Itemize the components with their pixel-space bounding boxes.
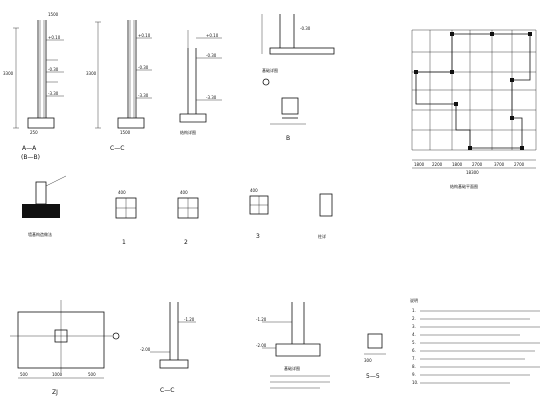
col3-dim: 400: [250, 188, 258, 193]
cc-level-1: +0.10: [138, 33, 151, 38]
note-8: 8.: [412, 364, 416, 369]
note-6: 6.: [412, 348, 416, 353]
column-section-3: 400 3: [249, 188, 269, 240]
col3-num: 3: [256, 233, 260, 240]
aa-level-2: -0.30: [48, 67, 59, 72]
notes-block: 说明 1. 2. 3. 4. 5. 6. 7. 8. 9. 10.: [410, 297, 540, 385]
aa-level-3: -3.30: [48, 91, 59, 96]
cc2-title: C—C: [160, 387, 174, 394]
plan-title: 结构基础平面图: [450, 183, 478, 189]
zj-footing: 500 1000 500 ZJ: [10, 300, 120, 396]
col1-dim: 400: [118, 190, 126, 195]
foundation-title: 基础详图: [262, 67, 278, 73]
column-section-2: 400 2: [177, 190, 199, 246]
pier-detail: 墙基构造做法: [22, 175, 67, 237]
wall-level-1: +0.10: [206, 33, 219, 38]
ff-level-1: -1.20: [256, 317, 267, 322]
cc2-level-2: -2.00: [140, 347, 151, 352]
footing-detail-lower: -1.20 -2.00 基础详图: [256, 302, 330, 389]
zj-dim-3: 500: [88, 372, 96, 377]
aa-dim-height: 3300: [3, 71, 14, 76]
wall-level-2: -0.30: [206, 53, 217, 58]
plan-dim-6: 2700: [514, 162, 525, 167]
foundation-plan: 1800 2200 1800 2700 3700 2700 18300 结构基础…: [411, 29, 537, 189]
cc-dim-base: 1500: [120, 130, 131, 135]
column-section-1: 400 1: [115, 190, 137, 246]
note-10: 10.: [412, 380, 418, 385]
cc-dim-height: 3300: [86, 71, 97, 76]
plan-dim-3: 1800: [452, 162, 463, 167]
cc-title: C—C: [110, 145, 124, 152]
aa-title: A—A: [22, 145, 37, 152]
note-2: 2.: [412, 316, 416, 321]
ff-level-2: -2.00: [256, 343, 267, 348]
foundation-detail-top: -0.30 基础详图 B: [261, 14, 335, 142]
section-cc: +0.10 -0.30 -3.30 3300 1500 C—C: [86, 20, 152, 152]
cc2-level-1: -1.20: [184, 317, 195, 322]
aa-dim-base: 250: [30, 130, 38, 135]
column-detail: 柱详: [318, 193, 333, 239]
section-cc-lower: -1.20 -2.00 C—C: [140, 302, 196, 394]
ff-title: 基础详图: [284, 365, 300, 371]
col1-num: 1: [122, 239, 126, 246]
cc-level-3: -3.30: [138, 93, 149, 98]
note-5: 5.: [412, 340, 416, 345]
s55-title: 5—5: [366, 373, 380, 380]
zj-dim-2: 1000: [52, 372, 63, 377]
wall-title: 结构详图: [180, 129, 196, 135]
note-1: 1.: [412, 308, 416, 313]
col4-title: 柱详: [318, 233, 326, 239]
zj-title: ZJ: [52, 389, 58, 396]
wall-level-3: -3.30: [206, 95, 217, 100]
cc-level-2: -0.30: [138, 65, 149, 70]
zj-dim-1: 500: [20, 372, 28, 377]
pier-title: 墙基构造做法: [28, 231, 52, 237]
col2-num: 2: [184, 239, 188, 246]
foundation-level: -0.30: [300, 26, 311, 31]
aa-dim-top: 1500: [48, 12, 59, 17]
s55-dim: 300: [364, 358, 372, 363]
plan-overall-dim: 18300: [466, 170, 479, 175]
plan-dim-2: 2200: [432, 162, 443, 167]
note-9: 9.: [412, 372, 416, 377]
plan-dim-5: 3700: [494, 162, 505, 167]
note-7: 7.: [412, 356, 416, 361]
foundation-b-label: B: [286, 135, 290, 142]
section-55: 300 5—5: [364, 333, 386, 380]
note-3: 3.: [412, 324, 416, 329]
wall-section: +0.10 -0.30 -3.30 结构详图: [179, 30, 222, 135]
section-aa: 1500 +0.10 -0.30 -3.30 3300 250 A—A (B—B…: [3, 12, 64, 161]
aa-subtitle: (B—B): [21, 154, 40, 161]
plan-dim-4: 2700: [472, 162, 483, 167]
col2-dim: 400: [180, 190, 188, 195]
note-4: 4.: [412, 332, 416, 337]
notes-header: 说明: [410, 297, 418, 303]
plan-dim-1: 1800: [414, 162, 425, 167]
aa-level-1: +0.10: [48, 35, 61, 40]
